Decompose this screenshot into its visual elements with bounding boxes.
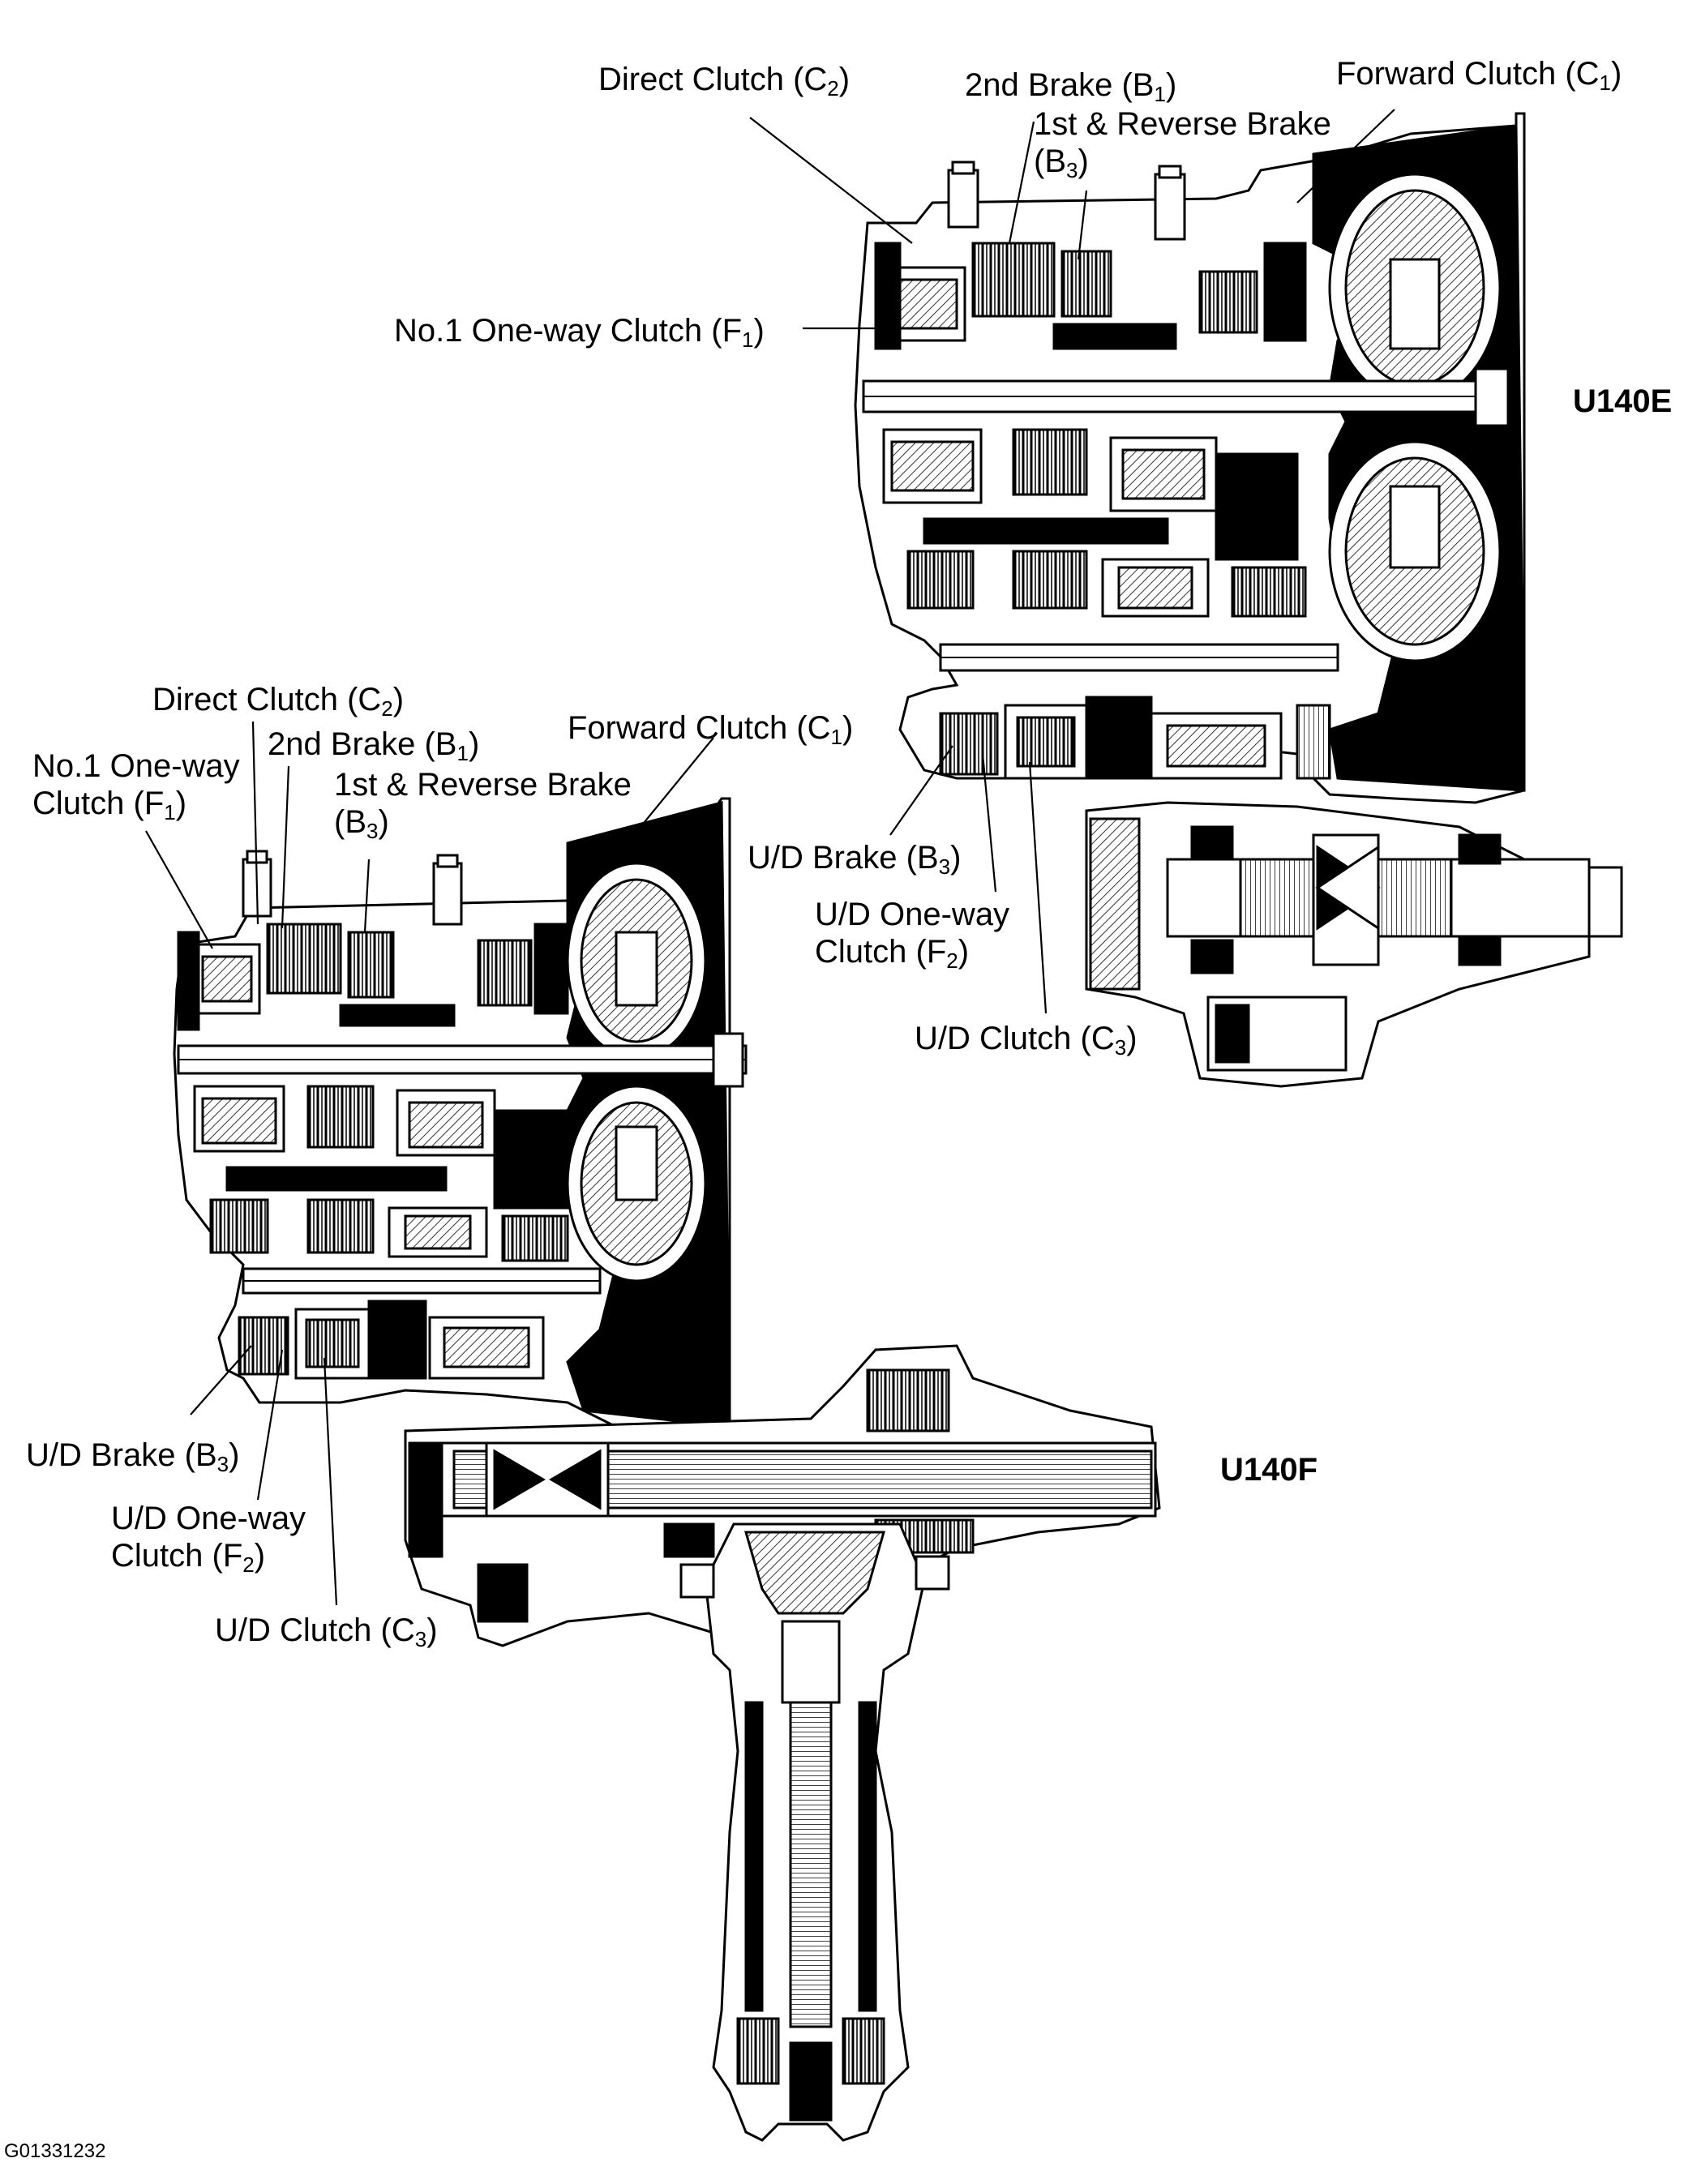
u140e-no1-oneway-clutch-name: No.1 One-way Clutch xyxy=(394,313,703,349)
u140f-forward-clutch-label: Forward Clutch (C1) xyxy=(568,710,854,749)
u140f-ud-brake-code: B xyxy=(195,1437,217,1473)
u140e-direct-clutch-name: Direct Clutch xyxy=(598,62,784,97)
u140f-first-reverse-brake-name: 1st & Reverse Brake xyxy=(334,767,632,803)
u140e-direct-clutch-sub: 2 xyxy=(827,76,839,101)
figure-id: G01331232 xyxy=(4,2140,106,2162)
u140e-forward-clutch-label: Forward Clutch (C1) xyxy=(1336,56,1622,95)
u140f-ud-clutch-name: U/D Clutch xyxy=(215,1612,372,1648)
u140e-ud-oneway-clutch-name2: Clutch xyxy=(815,934,907,970)
leader-lines xyxy=(145,109,1395,1606)
u140e-ud-oneway-clutch-code: F xyxy=(926,934,947,970)
u140e-ud-clutch-label: U/D Clutch (C3) xyxy=(915,1021,1138,1060)
u140f-direct-clutch-label: Direct Clutch (C2) xyxy=(152,682,405,721)
u140f-model-label: U140F xyxy=(1220,1452,1318,1488)
u140f-ud-brake-label: U/D Brake (B3) xyxy=(26,1437,240,1476)
u140f-ud-clutch-label: U/D Clutch (C3) xyxy=(215,1612,438,1651)
u140f-direct-clutch-name: Direct Clutch xyxy=(152,682,338,717)
u140f-direct-clutch-sub: 2 xyxy=(381,696,393,721)
u140e-second-brake-code: B xyxy=(1132,67,1155,103)
u140e-ud-clutch-sub: 3 xyxy=(1114,1035,1127,1060)
u140e-first-reverse-brake-sub: 3 xyxy=(1066,158,1078,182)
u140f-ud-clutch-code: C xyxy=(391,1612,415,1648)
u140e-ud-brake-code: B xyxy=(916,840,939,876)
u140e-ud-clutch-code: C xyxy=(1090,1021,1115,1056)
u140f-no1-oneway-clutch-code: F xyxy=(144,786,165,821)
u140f-no1-oneway-clutch-name2: Clutch xyxy=(32,786,125,821)
u140f-ud-oneway-clutch-sub: 2 xyxy=(242,1552,255,1577)
u140f-forward-clutch-sub: 1 xyxy=(830,725,842,749)
u140f-ud-oneway-clutch-code: F xyxy=(222,1538,243,1574)
u140e-first-reverse-brake-code: B xyxy=(1044,143,1067,179)
u140e-ud-oneway-clutch-name1: U/D One-way xyxy=(815,897,1010,932)
u140f-forward-clutch-code: C xyxy=(807,710,831,746)
u140e-second-brake-name: 2nd Brake xyxy=(965,67,1113,103)
u140e-first-reverse-brake-name: 1st & Reverse Brake xyxy=(1034,106,1331,142)
u140e-direct-clutch-label: Direct Clutch (C2) xyxy=(598,62,850,101)
u140f-ud-brake-name: U/D Brake xyxy=(26,1437,176,1473)
u140e-ud-brake-label: U/D Brake (B3) xyxy=(748,840,962,879)
u140e-forward-clutch-sub: 1 xyxy=(1599,71,1611,95)
u140e-cutaway xyxy=(854,112,1623,1088)
u140e-second-brake-sub: 1 xyxy=(1154,82,1166,106)
u140e-forward-clutch-code: C xyxy=(1575,56,1600,92)
u140f-direct-clutch-code: C xyxy=(358,682,382,717)
u140e-model-label: U140E xyxy=(1573,383,1673,419)
u140f-forward-clutch-name: Forward Clutch xyxy=(568,710,788,746)
u140f-ud-oneway-clutch-name2: Clutch xyxy=(111,1538,204,1574)
u140e-first-reverse-brake-label: 1st & Reverse Brake(B3) xyxy=(1034,106,1331,182)
u140f-second-brake-label: 2nd Brake (B1) xyxy=(268,726,480,765)
u140f-second-brake-name: 2nd Brake xyxy=(268,726,416,762)
u140e-ud-brake-name: U/D Brake xyxy=(748,840,898,876)
u140e-forward-clutch-name: Forward Clutch xyxy=(1336,56,1557,92)
u140f-ud-oneway-clutch-name1: U/D One-way xyxy=(111,1501,306,1536)
u140e-no1-oneway-clutch-label: No.1 One-way Clutch (F1) xyxy=(394,313,765,352)
u140f-ud-clutch-sub: 3 xyxy=(414,1627,427,1651)
u140f-no1-oneway-clutch-name1: No.1 One-way xyxy=(32,748,240,784)
u140f-first-reverse-brake-code: B xyxy=(345,804,367,840)
u140f-no1-oneway-clutch-sub: 1 xyxy=(164,800,176,824)
u140e-ud-brake-sub: 3 xyxy=(938,854,951,879)
u140f-ud-brake-sub: 3 xyxy=(216,1452,229,1476)
u140f-second-brake-code: B xyxy=(435,726,457,762)
u140f-first-reverse-brake-sub: 3 xyxy=(366,819,379,843)
u140e-no1-oneway-clutch-sub: 1 xyxy=(742,328,754,352)
u140e-ud-oneway-clutch-sub: 2 xyxy=(946,949,958,973)
u140f-second-brake-sub: 1 xyxy=(456,741,469,765)
u140e-direct-clutch-code: C xyxy=(803,62,828,97)
u140e-second-brake-label: 2nd Brake (B1) xyxy=(965,67,1177,106)
u140f-cutaway xyxy=(173,797,1161,2142)
u140f-first-reverse-brake-label: 1st & Reverse Brake(B3) xyxy=(334,767,632,843)
u140e-ud-clutch-name: U/D Clutch xyxy=(915,1021,1072,1056)
u140e-no1-oneway-clutch-code: F xyxy=(722,313,743,349)
